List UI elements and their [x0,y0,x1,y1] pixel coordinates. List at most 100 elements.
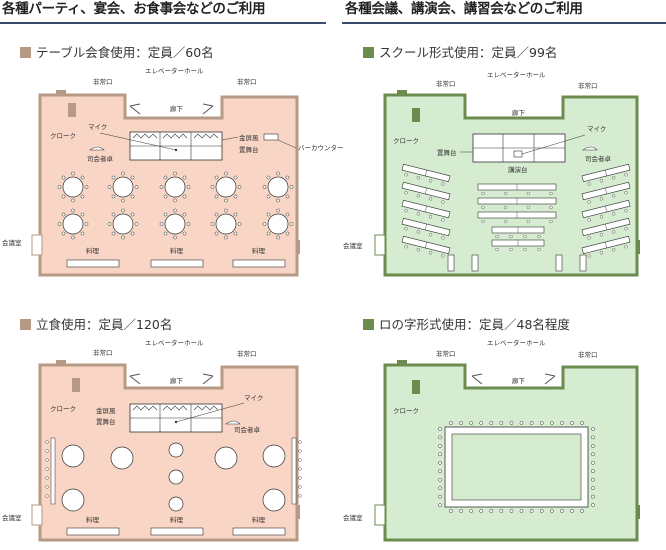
buffet-table [232,527,286,536]
hollow-room [374,360,640,542]
buffet-tables [66,259,286,268]
standing-room [31,360,300,542]
elevator-hall-label: エレベーターホール [145,66,204,75]
table-outer-edge [444,426,589,508]
chair [570,421,574,425]
round-table [262,208,294,240]
emergency-exit-label: 非常口 [578,81,598,90]
chair [45,458,49,462]
chair [519,421,524,425]
chair [438,452,442,457]
chair [559,421,564,425]
green-swatch-icon [363,319,374,330]
chair [469,509,474,513]
cocktail-table [61,444,85,468]
bar-counter-label: バーカウンター [298,143,344,152]
meeting-room-label: 会議室 [343,513,363,522]
gold-screen-label: 金屏風 [96,406,116,415]
chair [580,509,584,513]
cocktail-table [110,446,134,470]
chair [45,485,49,489]
cocktail-table [214,446,238,470]
small-round-table [168,496,184,512]
chair [298,494,302,498]
hollow-plan-title-text: ロの字形式使用：定員／48名程度 [379,317,570,332]
chair [499,509,504,513]
elevator-hall-label: エレベーターホール [487,70,546,79]
chair [591,444,595,448]
standing-stage [129,402,245,433]
left-heading-rule [0,22,326,24]
chair [449,509,453,513]
mic-label: マイク [587,125,606,133]
round-table [159,208,191,240]
chair [45,440,49,444]
chair [298,485,302,489]
round-table [107,171,139,203]
chair [45,449,49,453]
chair [499,421,504,425]
chair [539,509,544,513]
cuisine-label: 料理 [252,246,266,255]
small-round-table [168,442,184,458]
side-counter [291,437,297,505]
cocktail-table [61,488,85,512]
emergency-exit-label: 非常口 [436,349,456,358]
school-desk [581,199,631,222]
chair [529,509,534,513]
chair [438,494,442,499]
chair [489,509,494,513]
chair [469,421,474,425]
emergency-exit-label: 非常口 [93,348,113,357]
green-swatch-icon [363,47,374,58]
cocktail-table [262,488,286,512]
chair [438,477,442,482]
round-table [210,208,242,240]
chair [591,427,595,431]
pink-swatch-icon [20,319,31,330]
round-table [57,208,89,240]
school-room [374,90,640,277]
cloak-label: クローク [50,132,76,140]
table-plan-title-text: テーブル会食使用：定員／60名 [36,45,214,60]
round-table [107,208,139,240]
standing-tables [45,437,302,536]
school-desk [477,197,557,210]
table-room [31,90,300,277]
chair [438,486,442,490]
corridor-label: 廊下 [512,108,526,117]
school-plan-title: スクール形式使用：定員／99名 [363,45,557,61]
school-desk [581,181,631,204]
school-desk [581,163,631,186]
dining-tables [57,171,294,240]
chair [298,476,302,480]
mic-label: マイク [88,123,107,131]
chair [459,421,463,425]
emcee-desk-label: 司会者卓 [87,154,114,163]
school-plan-title-text: スクール形式使用：定員／99名 [379,45,558,60]
table-inner-edge [451,433,582,501]
cuisine-label: 料理 [252,515,266,524]
corridor-label: 廊下 [170,376,184,385]
school-desk [401,217,451,240]
stage-label: 置舞台 [96,417,116,426]
hollow-plan-title: ロの字形式使用：定員／48名程度 [363,317,570,333]
cuisine-label: 料理 [86,515,100,524]
right-column-heading: 各種会議、講演会、講習会などのご利用 [345,1,583,17]
chair [519,509,524,513]
table-plan-title: テーブル会食使用：定員／60名 [20,45,214,61]
chair [459,509,463,513]
meeting-room-label: 会議室 [343,241,363,250]
corridor-label: 廊下 [512,376,526,385]
chair [298,467,302,471]
emergency-exit-label: 非常口 [237,349,257,358]
chair [549,509,554,513]
lectern-label: 講演台 [508,165,528,174]
chair [591,486,595,490]
chair [591,452,595,457]
hollow-square-table [438,421,595,513]
chair [438,435,442,440]
stage-label: 置舞台 [239,145,259,154]
cloak-label: クローク [393,137,419,145]
